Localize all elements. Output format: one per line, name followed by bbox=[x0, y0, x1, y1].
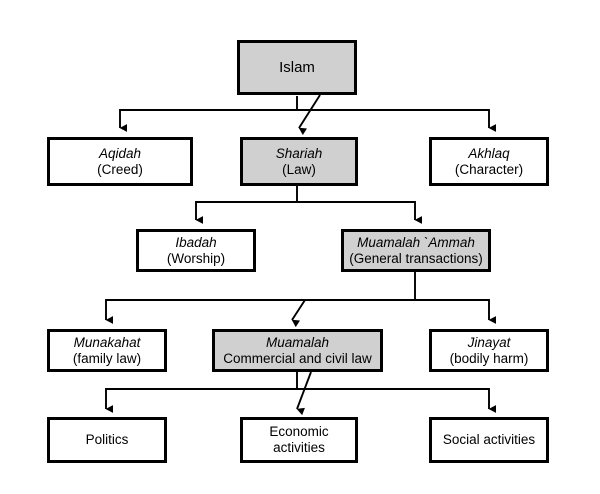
node-muamalah[interactable]: Muamalah Commercial and civil law bbox=[212, 329, 383, 372]
node-akhlaq[interactable]: Akhlaq (Character) bbox=[429, 137, 549, 186]
node-munakahat[interactable]: Munakahat (family law) bbox=[47, 329, 167, 372]
node-jinayat-line2: (bodily harm) bbox=[449, 350, 529, 366]
node-munakahat-line2: (family law) bbox=[72, 350, 142, 366]
node-ibadah-line2: (Worship) bbox=[166, 250, 226, 266]
node-politics[interactable]: Politics bbox=[47, 417, 167, 463]
node-akhlaq-line1: Akhlaq bbox=[468, 145, 510, 161]
edge-islam-to-aqidah bbox=[119, 96, 298, 132]
node-muamalah-ammah-line2: (General transactions) bbox=[349, 250, 483, 266]
node-ibadah[interactable]: Ibadah (Worship) bbox=[136, 229, 256, 272]
node-muamalah-ammah-line1: Muamalah `Ammah bbox=[357, 234, 475, 250]
node-islam-line1: Islam bbox=[279, 58, 315, 76]
node-aqidah-line1: Aqidah bbox=[98, 145, 142, 161]
node-islam[interactable]: Islam bbox=[237, 40, 357, 95]
node-economic-activities-line1: Economic bbox=[269, 424, 329, 440]
node-aqidah[interactable]: Aqidah (Creed) bbox=[47, 137, 193, 186]
edge-muamalah-to-politics bbox=[105, 372, 298, 413]
node-shariah-line2: (Law) bbox=[282, 161, 316, 177]
node-jinayat[interactable]: Jinayat (bodily harm) bbox=[429, 329, 549, 372]
node-social-activities-line1: Social activities bbox=[442, 432, 536, 448]
node-muamalah-line2: Commercial and civil law bbox=[223, 350, 372, 366]
edge-muamalah-ammah-to-jinayat bbox=[415, 299, 496, 324]
node-politics-line1: Politics bbox=[85, 432, 129, 448]
node-shariah[interactable]: Shariah (Law) bbox=[240, 137, 358, 186]
node-ibadah-line1: Ibadah bbox=[175, 234, 217, 250]
node-muamalah-line1: Muamalah bbox=[265, 334, 330, 350]
node-shariah-line1: Shariah bbox=[275, 145, 323, 161]
edge-muamalah-ammah-to-muamalah bbox=[291, 299, 306, 328]
node-akhlaq-line2: (Character) bbox=[454, 161, 524, 177]
node-economic-activities-line2: activities bbox=[273, 440, 325, 455]
node-muamalah-ammah[interactable]: Muamalah `Ammah (General transactions) bbox=[341, 229, 491, 272]
node-aqidah-line2: (Creed) bbox=[97, 161, 143, 177]
edge-shariah-to-muamalah-ammah bbox=[297, 201, 422, 224]
edge-shariah-to-ibadah bbox=[195, 186, 298, 224]
edge-muamalah-ammah-to-munakahat bbox=[105, 272, 416, 324]
node-social-activities[interactable]: Social activities bbox=[429, 417, 549, 463]
edge-islam-to-akhlaq bbox=[297, 109, 496, 132]
edge-muamalah-to-economic-activities bbox=[296, 371, 312, 416]
node-munakahat-line1: Munakahat bbox=[73, 334, 141, 350]
edge-islam-to-shariah bbox=[298, 94, 321, 136]
node-jinayat-line1: Jinayat bbox=[467, 334, 511, 350]
node-economic-activities[interactable]: Economic activities bbox=[240, 417, 358, 463]
edge-muamalah-to-social-activities bbox=[297, 388, 496, 413]
